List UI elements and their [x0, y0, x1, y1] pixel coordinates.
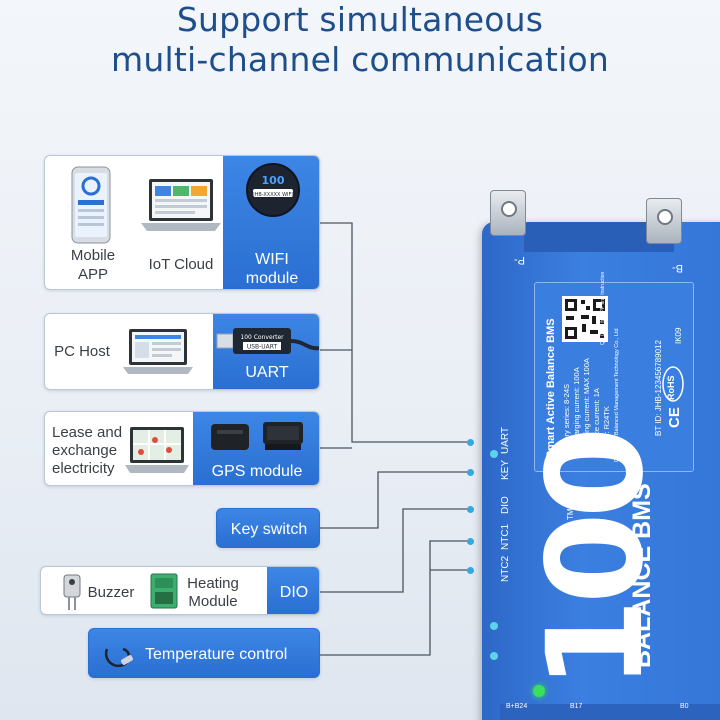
- buzzer-icon: [63, 574, 81, 610]
- port-pin: [490, 652, 498, 660]
- mobile-app-label-2: APP: [77, 266, 108, 283]
- lease-label-1: Lease and: [52, 424, 123, 441]
- port-dot-dio: [467, 506, 474, 513]
- port-dot-key: [467, 469, 474, 476]
- qr-code-icon: [562, 296, 608, 342]
- line-key: [320, 471, 470, 529]
- mobile-app-label-1: Mobile: [70, 247, 116, 264]
- wifi-module-label-1: WIFI: [255, 251, 289, 268]
- rohs-mark: RoHS: [666, 375, 676, 401]
- gps-device-icon: [211, 422, 303, 450]
- key-switch-label: Key switch: [230, 521, 308, 538]
- pc-host-laptop-icon: [123, 329, 193, 374]
- port-dot-ntc2: [467, 567, 474, 574]
- heating-module-icon: [150, 573, 178, 609]
- smartphone-icon: [71, 166, 111, 244]
- qr-caption: QR Code for APP and Instruction: [600, 271, 606, 345]
- wifi-module-id: JHB-XXXXX WIFI: [252, 192, 293, 198]
- rohs-badge-icon: [662, 366, 684, 402]
- dio-label: DIO: [279, 584, 309, 601]
- port-label-dio: DIO: [500, 496, 511, 514]
- bms-bottom-strip: [500, 704, 720, 720]
- board-code: IK09: [674, 327, 683, 344]
- terminal-b-label: B-: [672, 262, 683, 274]
- headline-line-2: multi-channel communication: [111, 40, 609, 79]
- port-label-uart: UART: [500, 426, 511, 454]
- usb-uart-dongle-icon: 100 Converter USB-UART: [216, 328, 319, 354]
- heating-label-2: Module: [188, 593, 238, 610]
- port-pin: [490, 622, 498, 630]
- wifi-module-block: 100 JHB-XXXXX WIFI WIFI module: [223, 156, 319, 289]
- heating-label-1: Heating: [187, 575, 239, 592]
- port-pin: [490, 450, 498, 458]
- key-switch-panel: Key switch: [216, 508, 320, 548]
- dio-block: DIO: [267, 567, 319, 614]
- terminal-b-minus: [646, 198, 682, 244]
- lease-label-2: exchange: [52, 442, 118, 459]
- terminal-p-minus: [490, 190, 526, 236]
- headline-line-1: Support simultaneous: [176, 0, 544, 39]
- port-label-ntc2: NTC2: [500, 555, 511, 582]
- line-dio: [320, 508, 470, 593]
- port-dot-uart: [467, 439, 474, 446]
- bottom-label-b0: B0: [680, 703, 689, 710]
- line-wifi: [320, 222, 470, 443]
- wifi-module-label-2: module: [245, 270, 299, 287]
- port-label-ntc1: NTC1: [500, 523, 511, 550]
- uart-panel: PC Host 100 Converter USB-UART UART: [44, 313, 320, 390]
- laptop-icon: [141, 179, 221, 231]
- lease-label-3: electricity: [52, 460, 115, 477]
- gps-panel: Lease and exchange electricity GPS modul…: [44, 411, 320, 486]
- temperature-control-label: Temperature control: [145, 646, 288, 663]
- pc-host-label: PC Host: [54, 343, 110, 360]
- port-dot-ntc1: [467, 538, 474, 545]
- status-led: [533, 685, 545, 697]
- bms-logo-tm: TM: [566, 508, 575, 520]
- dongle-label: USB-UART: [247, 344, 278, 351]
- ce-mark: CE: [666, 407, 683, 428]
- gps-module-block: GPS module: [193, 412, 319, 485]
- temperature-control-panel: Temperature control: [88, 628, 320, 678]
- map-laptop-icon: [125, 427, 189, 473]
- gps-module-label: GPS module: [211, 463, 303, 480]
- temperature-sensor-icon: [104, 647, 133, 668]
- uart-module-label: UART: [245, 364, 289, 381]
- bms-logo-text: BALANCE BMS: [628, 483, 656, 668]
- wifi-module-logo: 100: [262, 174, 285, 187]
- buzzer-label: Buzzer: [87, 584, 135, 601]
- terminal-p-label: P-: [514, 254, 525, 266]
- bottom-label-b17: B17: [570, 703, 583, 710]
- bottom-label-b24: B+B24: [506, 703, 528, 710]
- line-ntc1: [320, 540, 470, 656]
- wifi-panel: Mobile APP IoT Cloud 100 JHB-XXXXX WIFI …: [44, 155, 320, 290]
- dongle-brand: 100 Converter: [240, 334, 284, 341]
- port-label-key: KEY: [500, 459, 511, 480]
- bms-label-sticker: [534, 282, 694, 472]
- wifi-module-icon: 100 JHB-XXXXX WIFI: [246, 163, 300, 217]
- dio-panel: Buzzer Heating Module DIO: [40, 566, 320, 615]
- uart-module-block: 100 Converter USB-UART UART: [213, 314, 319, 389]
- iot-cloud-label: IoT Cloud: [148, 256, 214, 273]
